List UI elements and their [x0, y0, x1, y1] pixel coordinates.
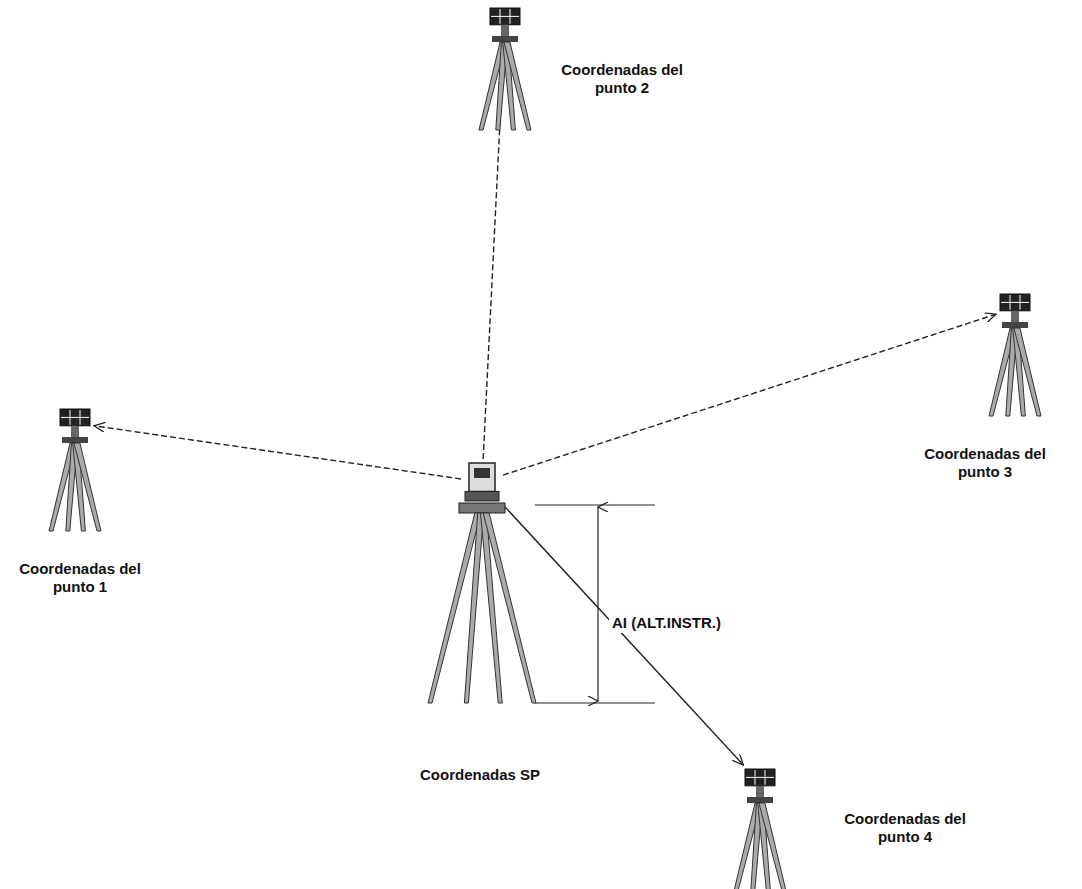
- coordinate-caption: Coordenadas del punto 1: [19, 560, 141, 596]
- dimension-tick: [535, 702, 655, 703]
- coordinate-caption: Coordenadas del punto 4: [844, 810, 966, 846]
- coordinate-caption: Coordenadas SP: [419, 766, 541, 784]
- dimension-line: [597, 507, 598, 701]
- prism-target: Coordenadas del punto 2: [490, 8, 520, 36]
- coordinate-caption: Coordenadas del punto 3: [924, 445, 1046, 481]
- dimension-tick: [535, 504, 655, 505]
- prism-icon: [490, 8, 520, 36]
- total-station: Coordenadas SP: [465, 463, 499, 501]
- prism-icon: [745, 769, 775, 797]
- prism-target: Coordenadas del punto 1: [60, 409, 90, 437]
- station-icon: [465, 463, 499, 501]
- prism-target: Coordenadas del punto 4: [745, 769, 775, 797]
- dimension-label: AI (ALT.INSTR.): [609, 613, 724, 633]
- sight-line: [503, 505, 743, 765]
- prism-icon: [60, 409, 90, 437]
- prism-target: Coordenadas del punto 3: [1000, 294, 1030, 322]
- sight-line: [94, 426, 461, 479]
- sight-line: [503, 314, 996, 475]
- prism-icon: [1000, 294, 1030, 322]
- coordinate-caption: Coordenadas del punto 2: [561, 61, 683, 97]
